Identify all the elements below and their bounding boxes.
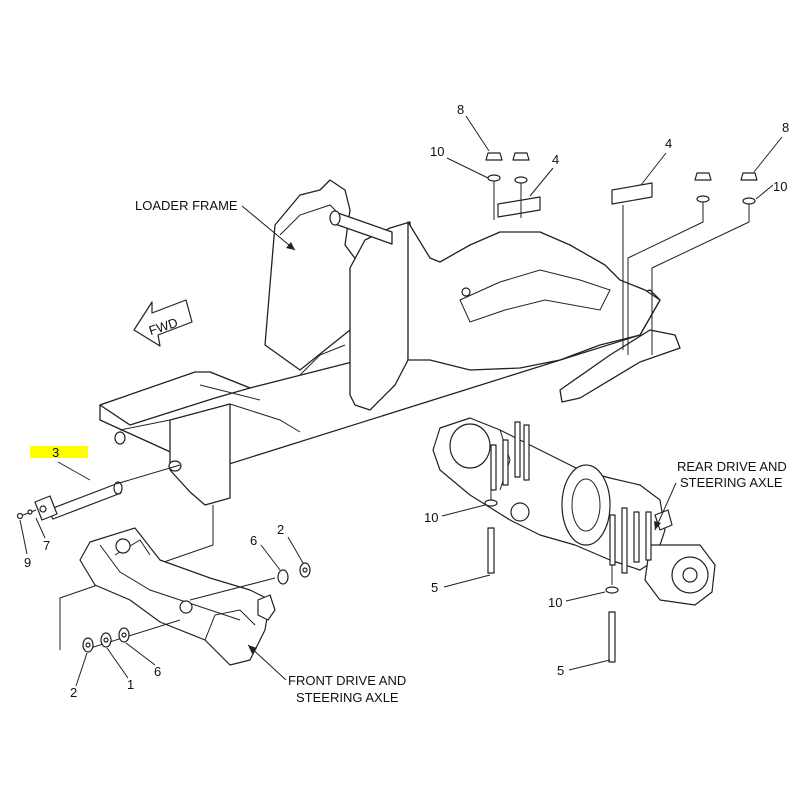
front-axle [79, 527, 276, 666]
center-bolts [484, 421, 530, 574]
callout-10-left-top[interactable]: 10 [430, 144, 444, 159]
front-washers-top [277, 562, 311, 585]
loader-frame-leader [241, 205, 296, 251]
callout-4-left[interactable]: 4 [552, 152, 559, 167]
callout-7[interactable]: 7 [43, 538, 50, 553]
callout-2-bottom[interactable]: 2 [70, 685, 77, 700]
callout-6-top[interactable]: 6 [250, 533, 257, 548]
top-left-fasteners [485, 152, 541, 220]
callout-6-bottom[interactable]: 6 [154, 664, 161, 679]
callout-4-right[interactable]: 4 [665, 136, 672, 151]
fwd-arrow: FWD [133, 299, 193, 347]
pin-assembly [16, 461, 181, 521]
callout-5-mid[interactable]: 5 [431, 580, 438, 595]
callout-1[interactable]: 1 [127, 677, 134, 692]
loader-frame-label: LOADER FRAME [135, 198, 238, 213]
front-axle-label-line1: FRONT DRIVE AND [288, 673, 406, 688]
rear-axle-label-line2: STEERING AXLE [680, 475, 783, 490]
front-washers-bottom [82, 627, 130, 653]
callout-10-mid[interactable]: 10 [424, 510, 438, 525]
callout-9[interactable]: 9 [24, 555, 31, 570]
top-right-fasteners [611, 172, 758, 355]
callout-2-top[interactable]: 2 [277, 522, 284, 537]
callout-8-right[interactable]: 8 [782, 120, 789, 135]
loader-frame [99, 179, 681, 506]
rear-axle-leader [654, 482, 677, 531]
rear-bolts [605, 507, 652, 663]
callout-10-lower[interactable]: 10 [548, 595, 562, 610]
loader-frame-arrowhead [286, 242, 295, 250]
part-3-highlight [30, 446, 88, 458]
front-axle-label-line2: STEERING AXLE [296, 690, 399, 705]
rear-axle [432, 417, 716, 606]
callout-3[interactable]: 3 [52, 445, 59, 460]
callout-5-lower[interactable]: 5 [557, 663, 564, 678]
rear-axle-label-line1: REAR DRIVE AND [677, 459, 787, 474]
callout-10-right-top[interactable]: 10 [773, 179, 787, 194]
callout-8-left[interactable]: 8 [457, 102, 464, 117]
